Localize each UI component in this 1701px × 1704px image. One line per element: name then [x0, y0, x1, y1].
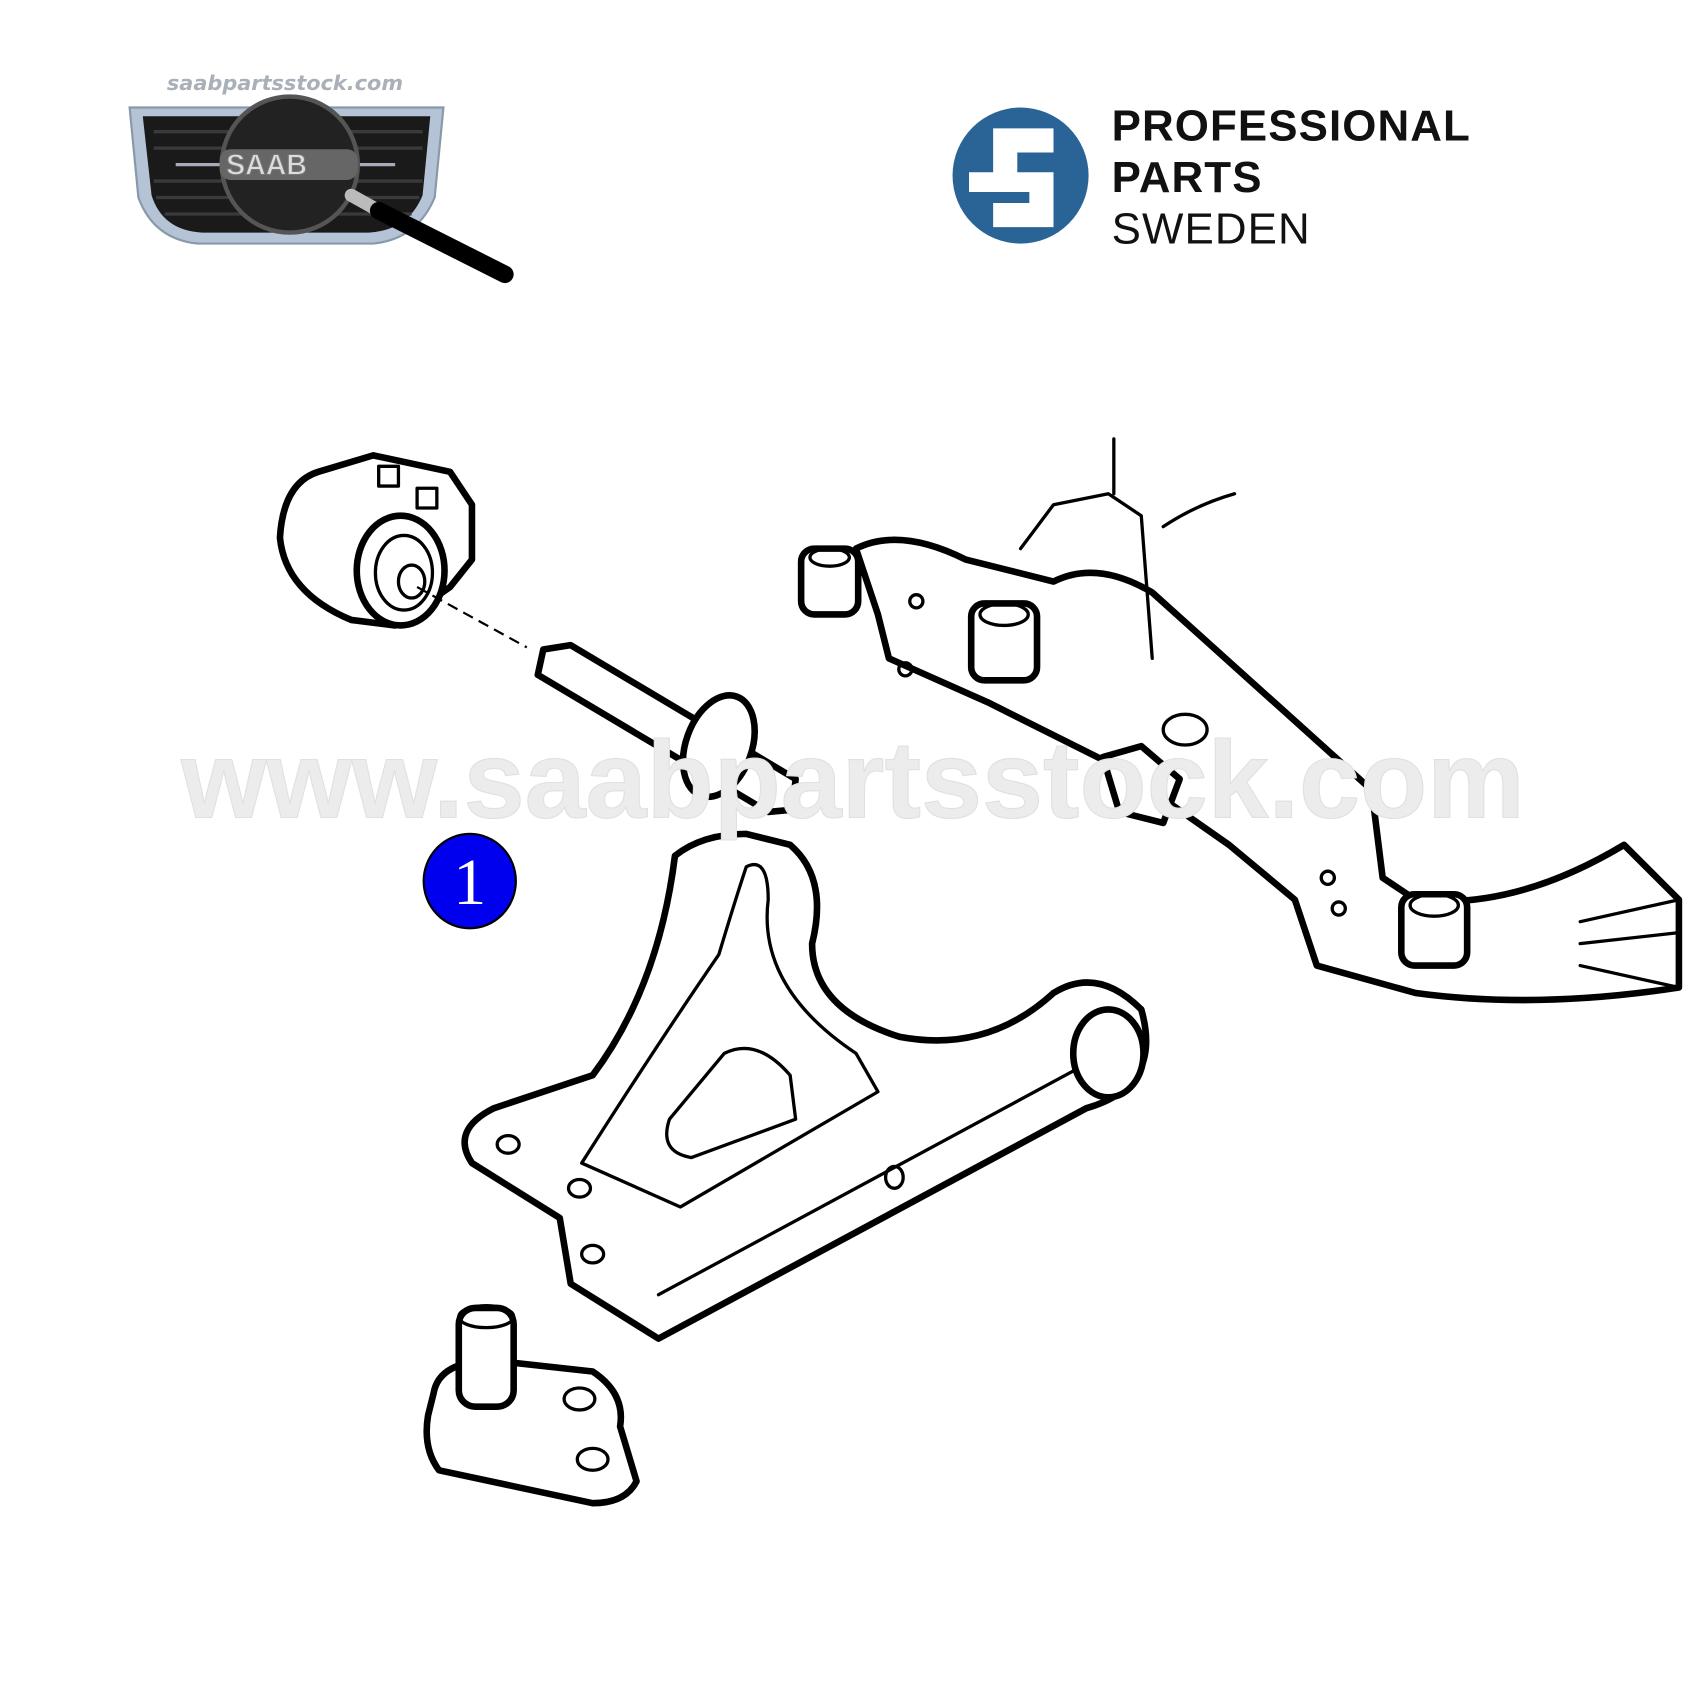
- pps-line1: PROFESSIONAL: [1112, 101, 1471, 150]
- callout-number: 1: [453, 846, 486, 919]
- saab-site-text: saabpartsstock.com: [167, 71, 403, 95]
- watermark-text: www.saabpartsstock.com: [180, 719, 1525, 841]
- control-arm-part: [461, 830, 1150, 1342]
- pps-line2: PARTS: [1112, 153, 1263, 202]
- pps-line3: SWEDEN: [1112, 205, 1311, 254]
- subframe-part: [797, 437, 1683, 1004]
- callout-1[interactable]: 1: [422, 832, 517, 930]
- saab-badge-text: SAAB: [226, 149, 307, 181]
- saab-logo: saabpartsstock.com SAAB: [128, 71, 514, 284]
- pin-part: [534, 641, 799, 816]
- pps-logo: PROFESSIONAL PARTS SWEDEN: [952, 101, 1471, 254]
- bushing-part: [276, 452, 528, 649]
- mount-bushings: [797, 545, 1471, 969]
- ball-joint-part: [423, 1304, 640, 1507]
